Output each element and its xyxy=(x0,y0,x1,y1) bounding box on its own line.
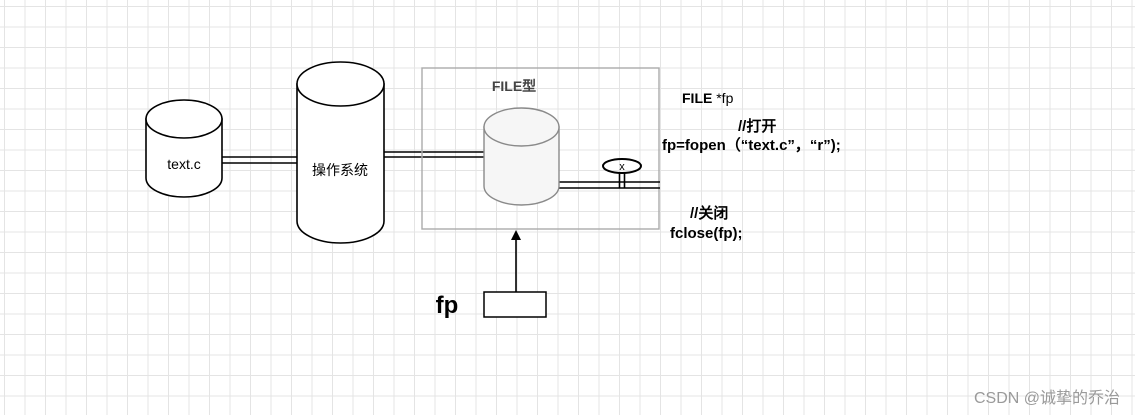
pipe-textfile-to-os xyxy=(222,156,297,164)
file-struct-frame xyxy=(421,67,660,230)
decl-type: FILE xyxy=(682,90,712,106)
pointer-label: fp xyxy=(436,292,459,319)
buffer-cylinder xyxy=(483,107,560,206)
file-struct-box: FILE型 xyxy=(421,67,660,230)
decl-var: *fp xyxy=(712,90,733,106)
valve-mark: x xyxy=(619,161,625,173)
pointer-box xyxy=(483,291,547,318)
textfile-cylinder: text.c xyxy=(145,99,223,198)
file-pointer-declaration: FILE *fp xyxy=(682,90,734,106)
os-label: 操作系统 xyxy=(312,162,368,178)
valve-ring xyxy=(602,158,642,174)
valve: x xyxy=(602,158,642,188)
cylinder-body xyxy=(483,126,560,206)
cylinder-top xyxy=(296,61,385,107)
textfile-label: text.c xyxy=(167,156,200,172)
watermark: CSDN @诚挚的乔治 xyxy=(974,389,1120,407)
cylinder-body xyxy=(296,83,385,244)
open-comment: //打开 xyxy=(738,117,776,135)
file-struct-label: FILE型 xyxy=(492,78,536,94)
cylinder-top xyxy=(483,107,560,147)
os-cylinder: 操作系统 xyxy=(296,61,385,244)
pipe-os-to-file xyxy=(384,151,484,158)
open-statement: fp=fopen（“text.c”，“r”); xyxy=(662,136,841,154)
arrow-head xyxy=(511,230,521,240)
close-comment: //关闭 xyxy=(690,204,728,222)
cylinder-body xyxy=(145,118,223,198)
close-statement: fclose(fp); xyxy=(670,225,743,242)
pipe-file-outlet xyxy=(559,181,660,189)
cylinder-top xyxy=(145,99,223,139)
pointer-arrow xyxy=(511,230,521,292)
